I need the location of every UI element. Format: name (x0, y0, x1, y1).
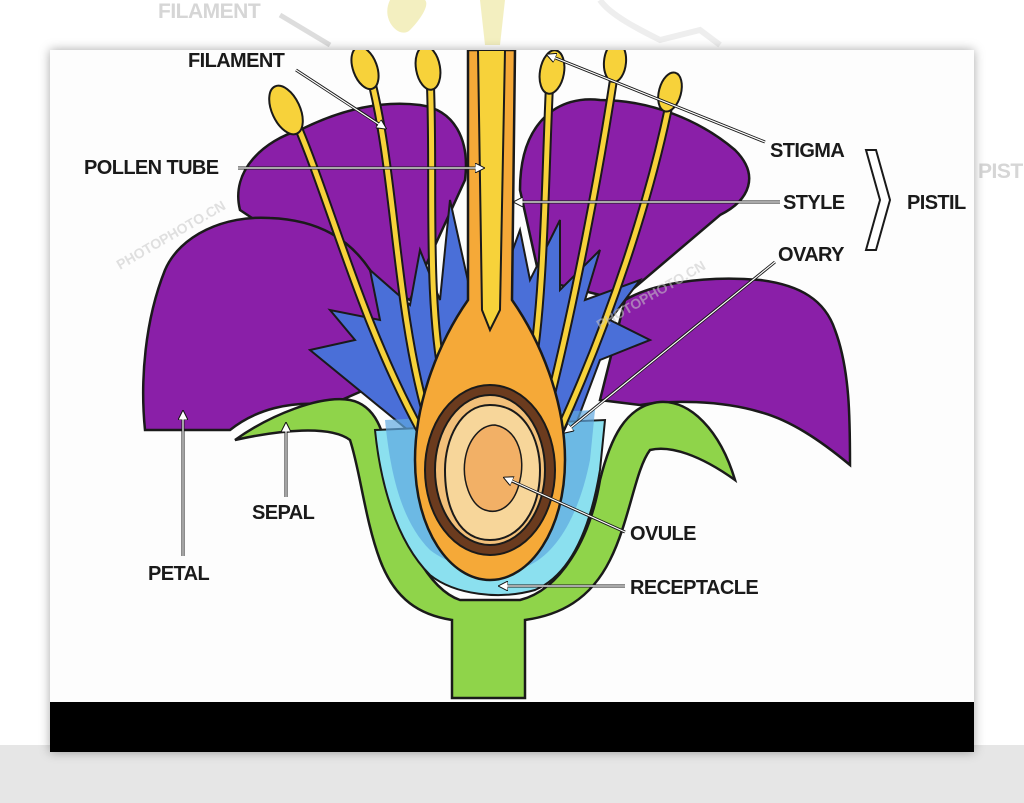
bottom-band (0, 745, 1024, 803)
flower-diagram: FILAMENT POLLEN TUBE STIGMA STYLE PISTIL… (84, 50, 967, 700)
filament-label: FILAMENT (188, 50, 285, 72)
petal-label: PETAL (148, 563, 209, 585)
stigma-label: STIGMA (770, 140, 844, 162)
diagram-card: FILAMENT POLLEN TUBE STIGMA STYLE PISTIL… (50, 50, 974, 752)
ovule-label: OVULE (630, 523, 696, 545)
ghost-pistil-label: PISTIL (978, 160, 1024, 183)
card-footer-bar (50, 702, 974, 752)
ghost-filament-label: FILAMENT (158, 0, 261, 23)
petal-right (598, 277, 852, 468)
ghost-flower-top (278, 0, 722, 48)
ovary-label: OVARY (778, 244, 845, 266)
style-label: STYLE (783, 192, 845, 214)
sepal-label: SEPAL (252, 502, 315, 524)
receptacle-label: RECEPTACLE (630, 577, 758, 599)
pistil-label: PISTIL (907, 192, 966, 214)
pollen-tube-label: POLLEN TUBE (84, 157, 219, 179)
back-petal-left (237, 102, 468, 302)
pistil-bracket (864, 149, 892, 251)
ovule-core (463, 424, 523, 512)
pollen-tube (476, 50, 507, 333)
